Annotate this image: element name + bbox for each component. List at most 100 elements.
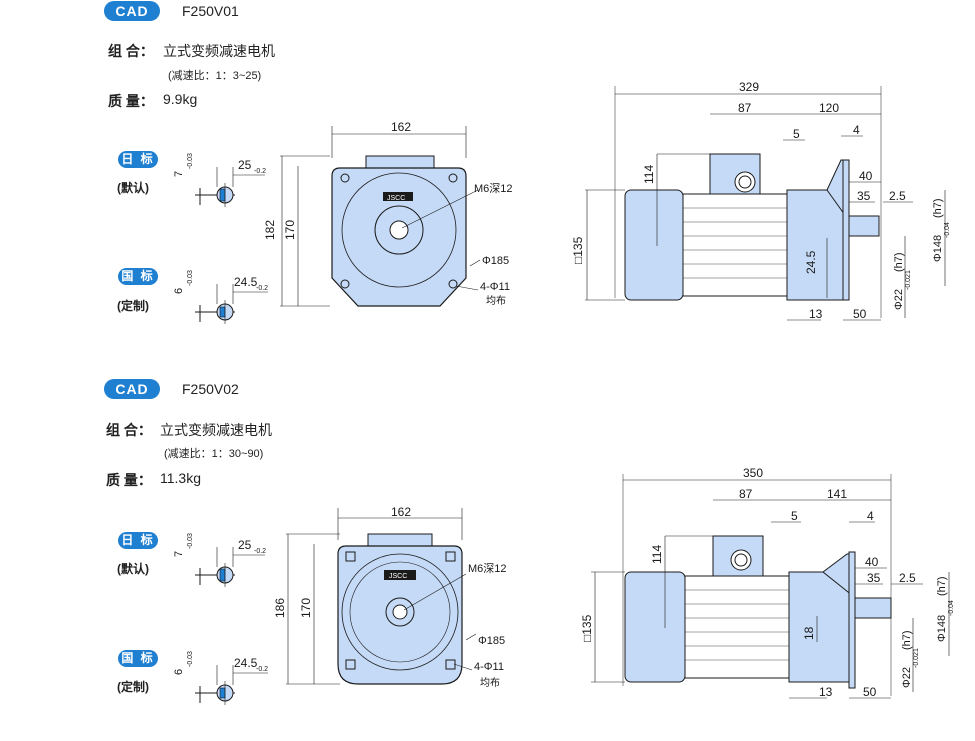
overall-length: 329 — [739, 80, 759, 94]
dim-13: 13 — [819, 685, 833, 699]
combination-label: 组 合： — [108, 43, 154, 59]
jp-standard-sub: (默认) — [117, 181, 149, 195]
key-height: 6 — [173, 669, 185, 675]
pilot-fit: (h7) — [932, 198, 944, 218]
key-width: 24.5 — [234, 656, 258, 670]
holes-spec: 4-Φ11 — [480, 281, 510, 293]
shaft-dia: Φ22 — [901, 667, 913, 688]
key-height: 6 — [173, 288, 185, 294]
holes-note: 均布 — [480, 677, 500, 689]
shaft-tol: -0.021 — [905, 270, 912, 290]
keyway-detail-jp: 7 -0.03 25 -0.2 — [173, 533, 266, 587]
key-height-tol: -0.03 — [187, 651, 194, 667]
dim-50: 50 — [853, 307, 867, 321]
model-code: F250V02 — [182, 381, 239, 397]
pcd-spec: Φ185 — [478, 635, 505, 647]
front-width: 162 — [391, 120, 411, 134]
key-width-tol: -0.2 — [256, 285, 268, 292]
dim-114: 114 — [650, 545, 664, 564]
dim-24-5: 24.5 — [804, 250, 818, 274]
combination-value: 立式变频减速电机 — [160, 422, 272, 438]
dim-40: 40 — [859, 169, 873, 183]
cad-badge[interactable]: CAD — [104, 1, 160, 21]
pilot-tol: -0.04 — [948, 600, 955, 616]
dim-141: 141 — [827, 487, 847, 501]
key-width-tol: -0.2 — [254, 168, 266, 175]
key-height-tol: -0.03 — [187, 153, 194, 169]
square-135: □135 — [580, 614, 594, 642]
key-height: 7 — [173, 551, 185, 557]
thread-spec-label: M6深12 — [468, 562, 507, 575]
key-width-tol: -0.2 — [254, 548, 266, 555]
dim-35: 35 — [857, 189, 871, 203]
key-width: 24.5 — [234, 275, 258, 289]
key-width: 25 — [238, 538, 252, 552]
keyway-detail-cn: 6 -0.03 24.5 -0.2 — [173, 270, 268, 324]
front-height-outer: 182 — [263, 220, 277, 240]
front-width: 162 — [391, 505, 411, 519]
combination-value: 立式变频减速电机 — [163, 43, 275, 59]
jp-standard-tag[interactable]: 日 标 — [118, 532, 158, 549]
key-height-tol: -0.03 — [187, 270, 194, 286]
reduction-ratio: (减速比：1：30~90) — [164, 448, 264, 460]
dim-35: 35 — [867, 571, 881, 585]
front-height-inner: 170 — [283, 220, 297, 240]
shaft-fit: (h7) — [901, 630, 913, 650]
dim-18: 18 — [802, 626, 816, 640]
cn-standard-sub: (定制) — [117, 680, 149, 694]
key-height: 7 — [173, 171, 185, 177]
shaft-fit: (h7) — [893, 252, 905, 272]
dim-5: 5 — [793, 127, 800, 141]
shaft-dia: Φ22 — [893, 289, 905, 310]
jp-standard-sub: (默认) — [117, 562, 149, 576]
reduction-ratio: (减速比：1：3~25) — [168, 70, 262, 82]
dim-2-5: 2.5 — [899, 571, 916, 585]
dim-13: 13 — [809, 307, 823, 321]
dim-4: 4 — [867, 509, 874, 523]
mass-label: 质 量： — [108, 93, 154, 109]
pcd-spec: Φ185 — [482, 255, 509, 267]
dim-5: 5 — [791, 509, 798, 523]
pilot-tol: -0.04 — [944, 222, 951, 238]
overall-length: 350 — [743, 466, 763, 480]
side-view-drawing: 329 87 120 5 4 114 □135 24.5 40 35 2.5 1… — [571, 80, 951, 321]
mass-value: 11.3kg — [160, 470, 201, 486]
cad-badge[interactable]: CAD — [104, 379, 160, 399]
key-width-tol: -0.2 — [256, 666, 268, 673]
keyway-detail-jp: 7 -0.03 25 -0.2 — [173, 153, 266, 207]
dim-50: 50 — [863, 685, 877, 699]
logo-text: JSCC — [389, 573, 407, 580]
thread-spec: M6深12 — [474, 182, 513, 195]
dim-4: 4 — [853, 123, 860, 137]
dim-40: 40 — [865, 555, 879, 569]
holes-spec: 4-Φ11 — [474, 661, 504, 673]
cn-standard-tag[interactable]: 国 标 — [118, 650, 158, 667]
mass-value: 9.9kg — [163, 91, 198, 107]
key-height-tol: -0.03 — [187, 533, 194, 549]
dim-120: 120 — [819, 101, 839, 115]
holes-note: 均布 — [486, 295, 506, 307]
mass-label: 质 量： — [106, 472, 152, 488]
key-width: 25 — [238, 158, 252, 172]
cn-standard-tag[interactable]: 国 标 — [118, 268, 158, 285]
shaft-tol: -0.021 — [913, 648, 920, 668]
jp-standard-tag[interactable]: 日 标 — [118, 151, 158, 168]
front-height-outer: 186 — [273, 598, 287, 618]
square-135: □135 — [571, 236, 585, 264]
combination-label: 组 合： — [106, 422, 152, 438]
logo-text: JSCC — [387, 195, 405, 202]
pilot-dia: Φ148 — [936, 615, 948, 642]
side-view-drawing: 350 87 141 5 4 114 □135 18 40 35 2.5 13 … — [580, 466, 955, 699]
model-code: F250V01 — [182, 3, 239, 19]
cn-standard-sub: (定制) — [117, 299, 149, 313]
pilot-dia: Φ148 — [932, 235, 944, 262]
front-view-drawing: 162 186 170 JSCC M6深12 Φ185 4-Φ11 均布 — [273, 505, 507, 689]
pilot-fit: (h7) — [936, 576, 948, 596]
keyway-detail-cn: 6 -0.03 24.5 -0.2 — [173, 651, 268, 705]
dim-87: 87 — [739, 487, 753, 501]
front-height-inner: 170 — [299, 598, 313, 618]
dim-87: 87 — [738, 101, 752, 115]
dim-2-5: 2.5 — [889, 189, 906, 203]
front-view-drawing: 162 182 170 JSCC M6深12 Φ185 4-Φ11 均布 — [263, 120, 513, 307]
dim-114: 114 — [642, 165, 656, 184]
